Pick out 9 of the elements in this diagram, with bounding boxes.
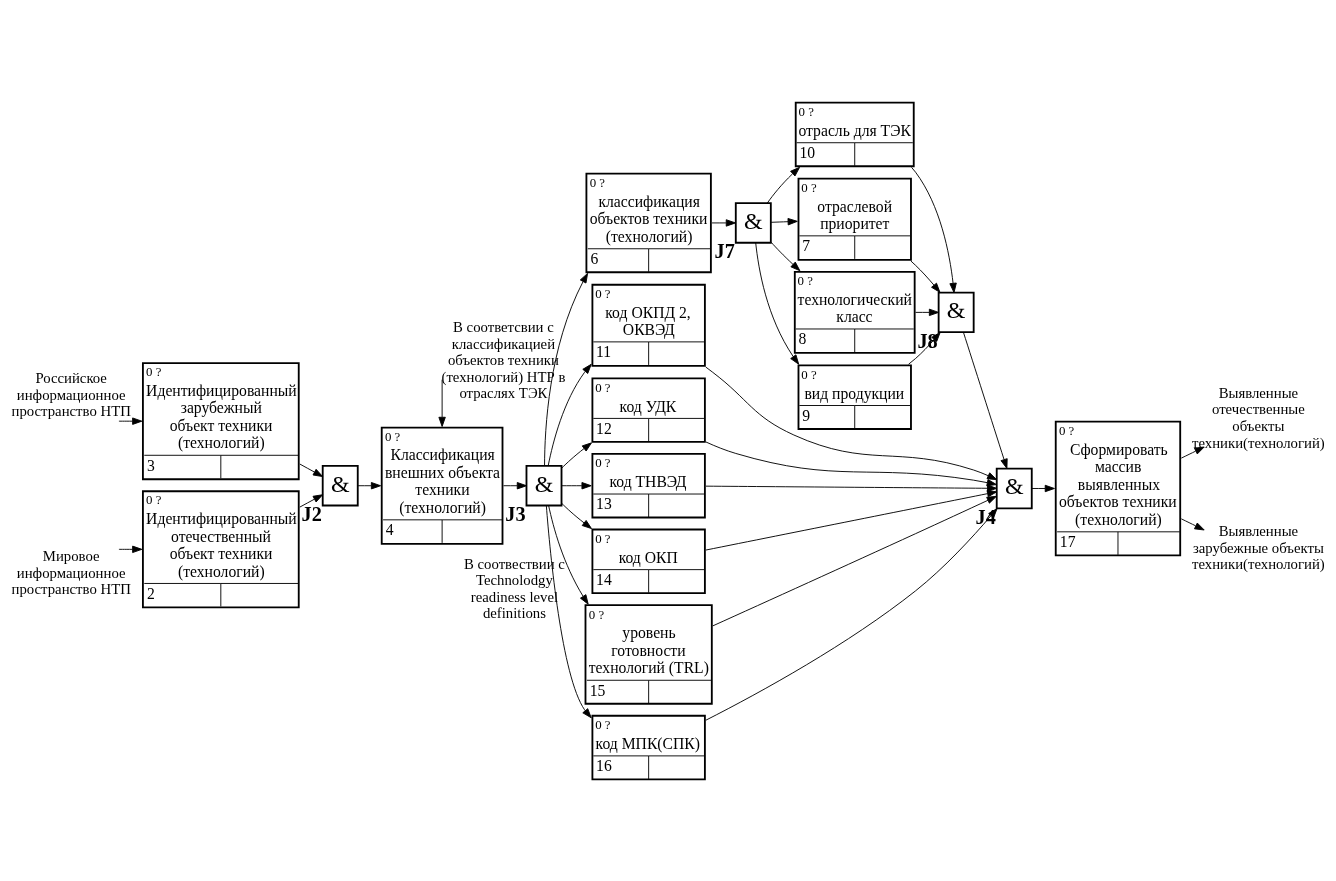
- edge-label: Российское информационное пространство НТП: [11, 369, 131, 419]
- edge-label: Выявленные отечественные объекты техники(технологий): [1192, 384, 1325, 451]
- edge-label: В соотвествии с Technolodgy readiness level definitions: [464, 555, 565, 621]
- node-label: J3: [505, 502, 526, 525]
- node-label: J2: [301, 502, 322, 525]
- node-label: J7: [714, 239, 735, 262]
- edge-label: Мировое информационное пространство НТП: [11, 547, 131, 597]
- edge-label: Выявленные зарубежные объекты техники(технологий): [1192, 522, 1325, 572]
- edge-label: В соответсвии с классификацией объектов техники (технологий) НТР в отраслях ТЭК: [441, 318, 566, 401]
